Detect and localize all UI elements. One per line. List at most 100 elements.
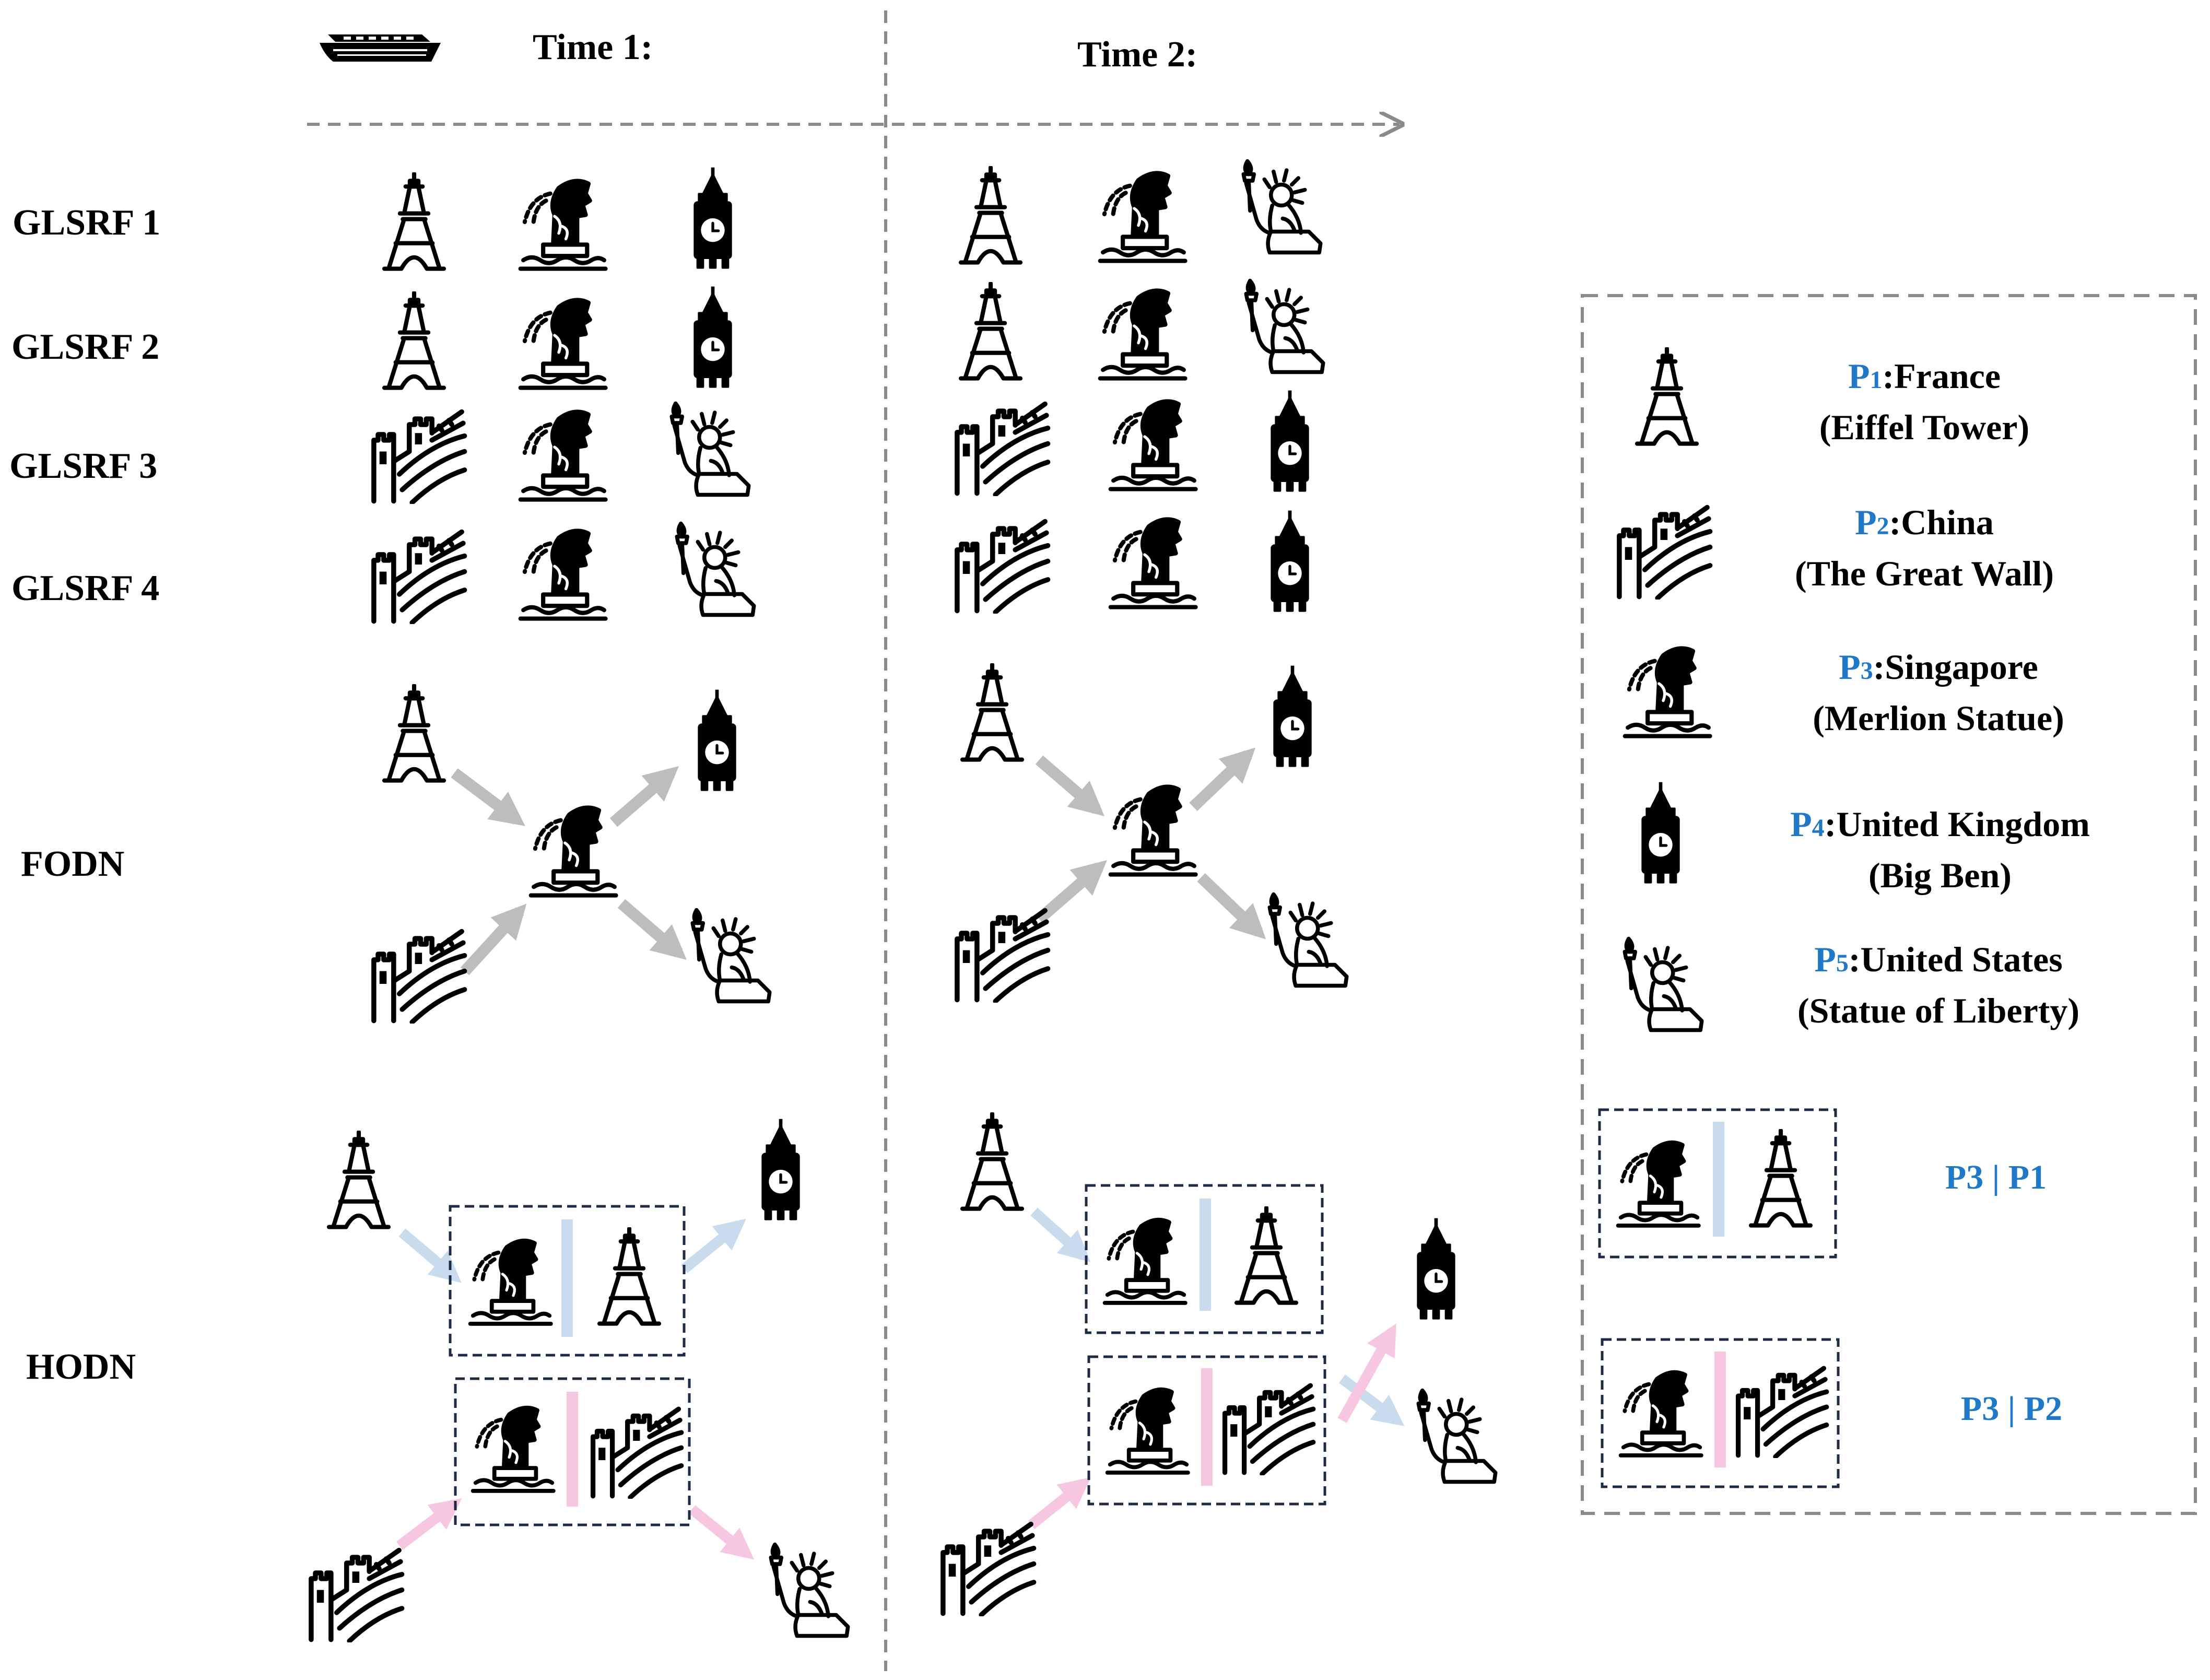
combo-box-p3-p1	[449, 1205, 686, 1357]
merlion-icon	[521, 181, 606, 268]
row-label-glsrf3: GLSRF 3	[9, 446, 158, 486]
statue-of-liberty-icon	[677, 524, 754, 615]
big-ben-icon	[1272, 391, 1308, 491]
big-ben-icon	[699, 690, 735, 790]
merlion-icon	[521, 412, 606, 499]
legend-item-p1: P1:France (Eiffel Tower)	[1819, 356, 2030, 447]
legend-combo-box-p3-p2	[1601, 1338, 1840, 1488]
statue-of-liberty-icon	[1418, 1391, 1496, 1482]
hodn-time2	[943, 1114, 1496, 1615]
glsrf-time2-icons	[957, 161, 1323, 613]
eiffel-tower-icon	[329, 1132, 389, 1227]
flow-arrow	[1338, 1374, 1405, 1426]
legend-icons	[1598, 349, 1840, 1488]
big-ben-icon	[762, 1119, 798, 1219]
great-wall-icon	[957, 911, 1048, 1002]
great-wall-icon	[1225, 1385, 1313, 1474]
eiffel-tower-icon	[1237, 1208, 1296, 1303]
flow-arrow	[688, 1505, 754, 1560]
flow-arrow	[460, 903, 527, 976]
great-wall-icon	[593, 1409, 681, 1497]
merlion-icon	[1100, 173, 1185, 261]
great-wall-icon	[957, 404, 1048, 495]
legend-combo-box-p3-p1	[1598, 1108, 1837, 1259]
legend-item-p5: P5:United States (Statue of Liberty)	[1797, 939, 2080, 1030]
row-label-glsrf1: GLSRF 1	[13, 203, 161, 243]
big-ben-icon	[1272, 511, 1308, 611]
glsrf-time1-icons	[374, 168, 754, 623]
merlion-icon	[1111, 786, 1196, 874]
combo-box-p3-p2	[1087, 1355, 1326, 1506]
legend-item-p4: P4:United Kingdom (Big Ben)	[1790, 804, 2090, 895]
big-ben-icon	[695, 287, 731, 387]
combo-box-p3-p1	[1085, 1184, 1324, 1334]
fodn-time2	[957, 665, 1347, 1002]
big-ben-icon	[1642, 782, 1678, 883]
eiffel-tower-icon	[962, 665, 1022, 760]
legend-combo-label-p3-p1: P3 | P1	[1945, 1158, 2047, 1196]
flow-arrow	[1189, 747, 1256, 811]
merlion-icon	[1108, 1390, 1188, 1473]
big-ben-icon	[1418, 1218, 1454, 1319]
eiffel-tower-icon	[599, 1229, 659, 1324]
row-label-glsrf2: GLSRF 2	[11, 327, 160, 367]
merlion-icon	[1100, 290, 1185, 378]
merlion-icon	[473, 1408, 554, 1491]
merlion-icon	[1618, 1143, 1699, 1226]
statue-of-liberty-icon	[672, 404, 749, 495]
statue-of-liberty-icon	[1625, 939, 1702, 1030]
flow-arrow	[396, 1498, 462, 1550]
eiffel-tower-icon	[961, 284, 1020, 379]
merlion-icon	[471, 1241, 551, 1324]
eiffel-tower-icon	[384, 686, 444, 781]
eiffel-tower-icon	[384, 293, 444, 388]
eiffel-tower-icon	[962, 1114, 1022, 1209]
statue-of-liberty-icon	[771, 1545, 848, 1636]
great-wall-icon	[311, 1550, 402, 1641]
great-wall-icon	[374, 412, 465, 503]
great-wall-icon	[957, 522, 1048, 613]
eiffel-tower-icon	[1751, 1131, 1811, 1226]
merlion-icon	[1105, 1220, 1185, 1303]
merlion-icon	[521, 531, 606, 618]
great-wall-icon	[1619, 508, 1710, 598]
eiffel-tower-icon	[384, 174, 444, 269]
flow-arrow	[1337, 1323, 1396, 1423]
merlion-icon	[1111, 519, 1196, 607]
legend-frame	[1581, 294, 2197, 1515]
merlion-icon	[1621, 1372, 1701, 1455]
legend-combo-label-p3-p2: P3 | P2	[1960, 1390, 2063, 1428]
flow-arrow	[1197, 873, 1266, 939]
time2-label: Time 2:	[1077, 34, 1198, 75]
legend-item-p2: P2:China (The Great Wall)	[1794, 502, 2054, 593]
hodn-time1	[311, 1119, 848, 1641]
cruise-ship-icon	[320, 34, 441, 62]
big-ben-icon	[1274, 666, 1310, 766]
statue-of-liberty-icon	[1269, 895, 1347, 986]
flow-arrow	[617, 899, 687, 960]
statue-of-liberty-icon	[1246, 281, 1323, 372]
statue-of-liberty-icon	[692, 910, 770, 1002]
legend-item-p3: P3:Singapore (Merlion Statue)	[1813, 647, 2064, 738]
great-wall-icon	[374, 932, 465, 1023]
eiffel-tower-icon	[961, 168, 1020, 263]
flow-arrow	[1035, 860, 1107, 924]
great-wall-icon	[374, 532, 465, 623]
flow-arrow	[609, 766, 679, 827]
merlion-icon	[531, 807, 616, 895]
merlion-icon	[521, 300, 606, 387]
great-wall-icon	[943, 1524, 1034, 1615]
eiffel-tower-icon	[1637, 349, 1697, 444]
great-wall-icon	[1738, 1368, 1827, 1456]
flow-arrow	[451, 768, 525, 826]
merlion-icon	[1625, 648, 1710, 736]
statue-of-liberty-icon	[1243, 161, 1321, 253]
flow-arrow	[1028, 1477, 1091, 1529]
time1-label: Time 1:	[533, 27, 653, 67]
row-label-fodn: FODN	[21, 844, 125, 884]
row-label-glsrf4: GLSRF 4	[11, 568, 160, 608]
row-label-hodn: HODN	[26, 1347, 136, 1387]
merlion-icon	[1111, 401, 1196, 489]
flow-arrow	[1035, 755, 1104, 816]
